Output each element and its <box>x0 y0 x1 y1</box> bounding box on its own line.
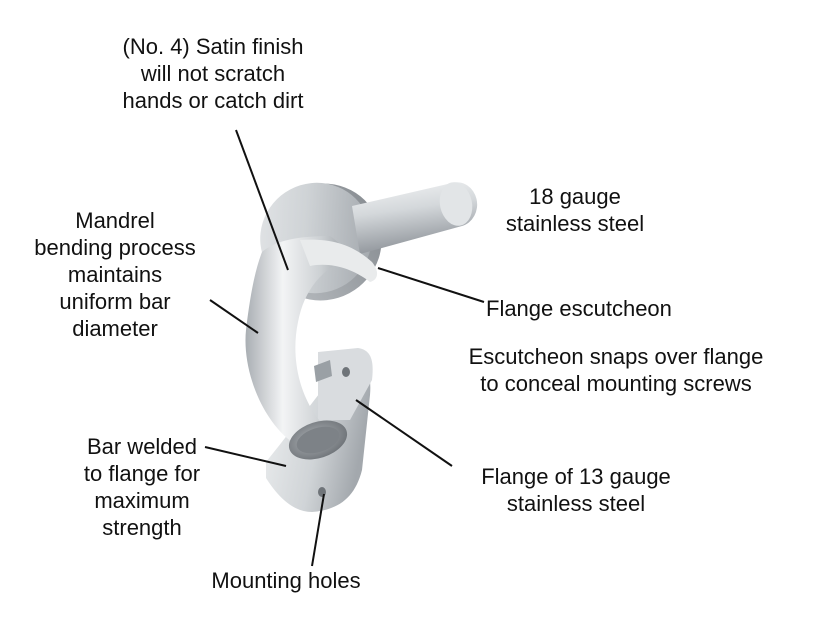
leader-mounting-holes <box>311 493 325 567</box>
callout-line: diameter <box>72 316 158 341</box>
leader-lines <box>204 129 485 567</box>
callout-line: maximum <box>94 488 190 513</box>
callout-line: Flange of 13 gauge <box>481 464 671 489</box>
leader-bar-welded <box>204 446 287 467</box>
callout-mounting-holes: Mounting holes <box>186 567 386 594</box>
leader-satin-finish <box>235 129 289 271</box>
leader-flange-escutcheon <box>377 267 485 303</box>
callout-satin-finish: (No. 4) Satin finish will not scratch ha… <box>90 33 336 114</box>
callout-18-gauge: 18 gauge stainless steel <box>490 183 660 237</box>
callout-line: strength <box>102 515 182 540</box>
leader-flange-13 <box>355 399 453 467</box>
callout-line: hands or catch dirt <box>122 88 304 113</box>
callout-bar-welded: Bar welded to flange for maximum strengt… <box>60 433 224 541</box>
callout-line: 18 gauge <box>529 184 621 209</box>
callout-escutcheon-snaps: Escutcheon snaps over flange to conceal … <box>440 343 792 397</box>
callout-mandrel: Mandrel bending process maintains unifor… <box>20 207 210 342</box>
bar-shaft <box>352 182 478 254</box>
callout-line: uniform bar <box>59 289 171 314</box>
callout-line: (No. 4) Satin finish <box>122 34 304 59</box>
callout-line: Bar welded <box>86 434 198 459</box>
weld-hole <box>288 420 348 460</box>
callout-flange-13-gauge: Flange of 13 gauge stainless steel <box>460 463 692 517</box>
leader-mandrel <box>209 299 259 334</box>
callout-line: stainless steel <box>505 211 645 236</box>
callout-line: Flange escutcheon <box>486 296 672 321</box>
bar-bend <box>245 236 378 442</box>
callout-line: stainless steel <box>506 491 646 516</box>
callout-flange-escutcheon: Flange escutcheon <box>486 295 716 322</box>
callout-line: will not scratch <box>140 61 286 86</box>
callout-line: to conceal mounting screws <box>480 371 752 396</box>
callout-line: to flange for <box>83 461 201 486</box>
callout-line: Escutcheon snaps over flange <box>468 344 764 369</box>
callout-line: maintains <box>67 262 163 287</box>
callout-line: bending process <box>34 235 196 260</box>
callout-line: Mandrel <box>75 208 155 233</box>
callout-line: Mounting holes <box>211 568 361 593</box>
